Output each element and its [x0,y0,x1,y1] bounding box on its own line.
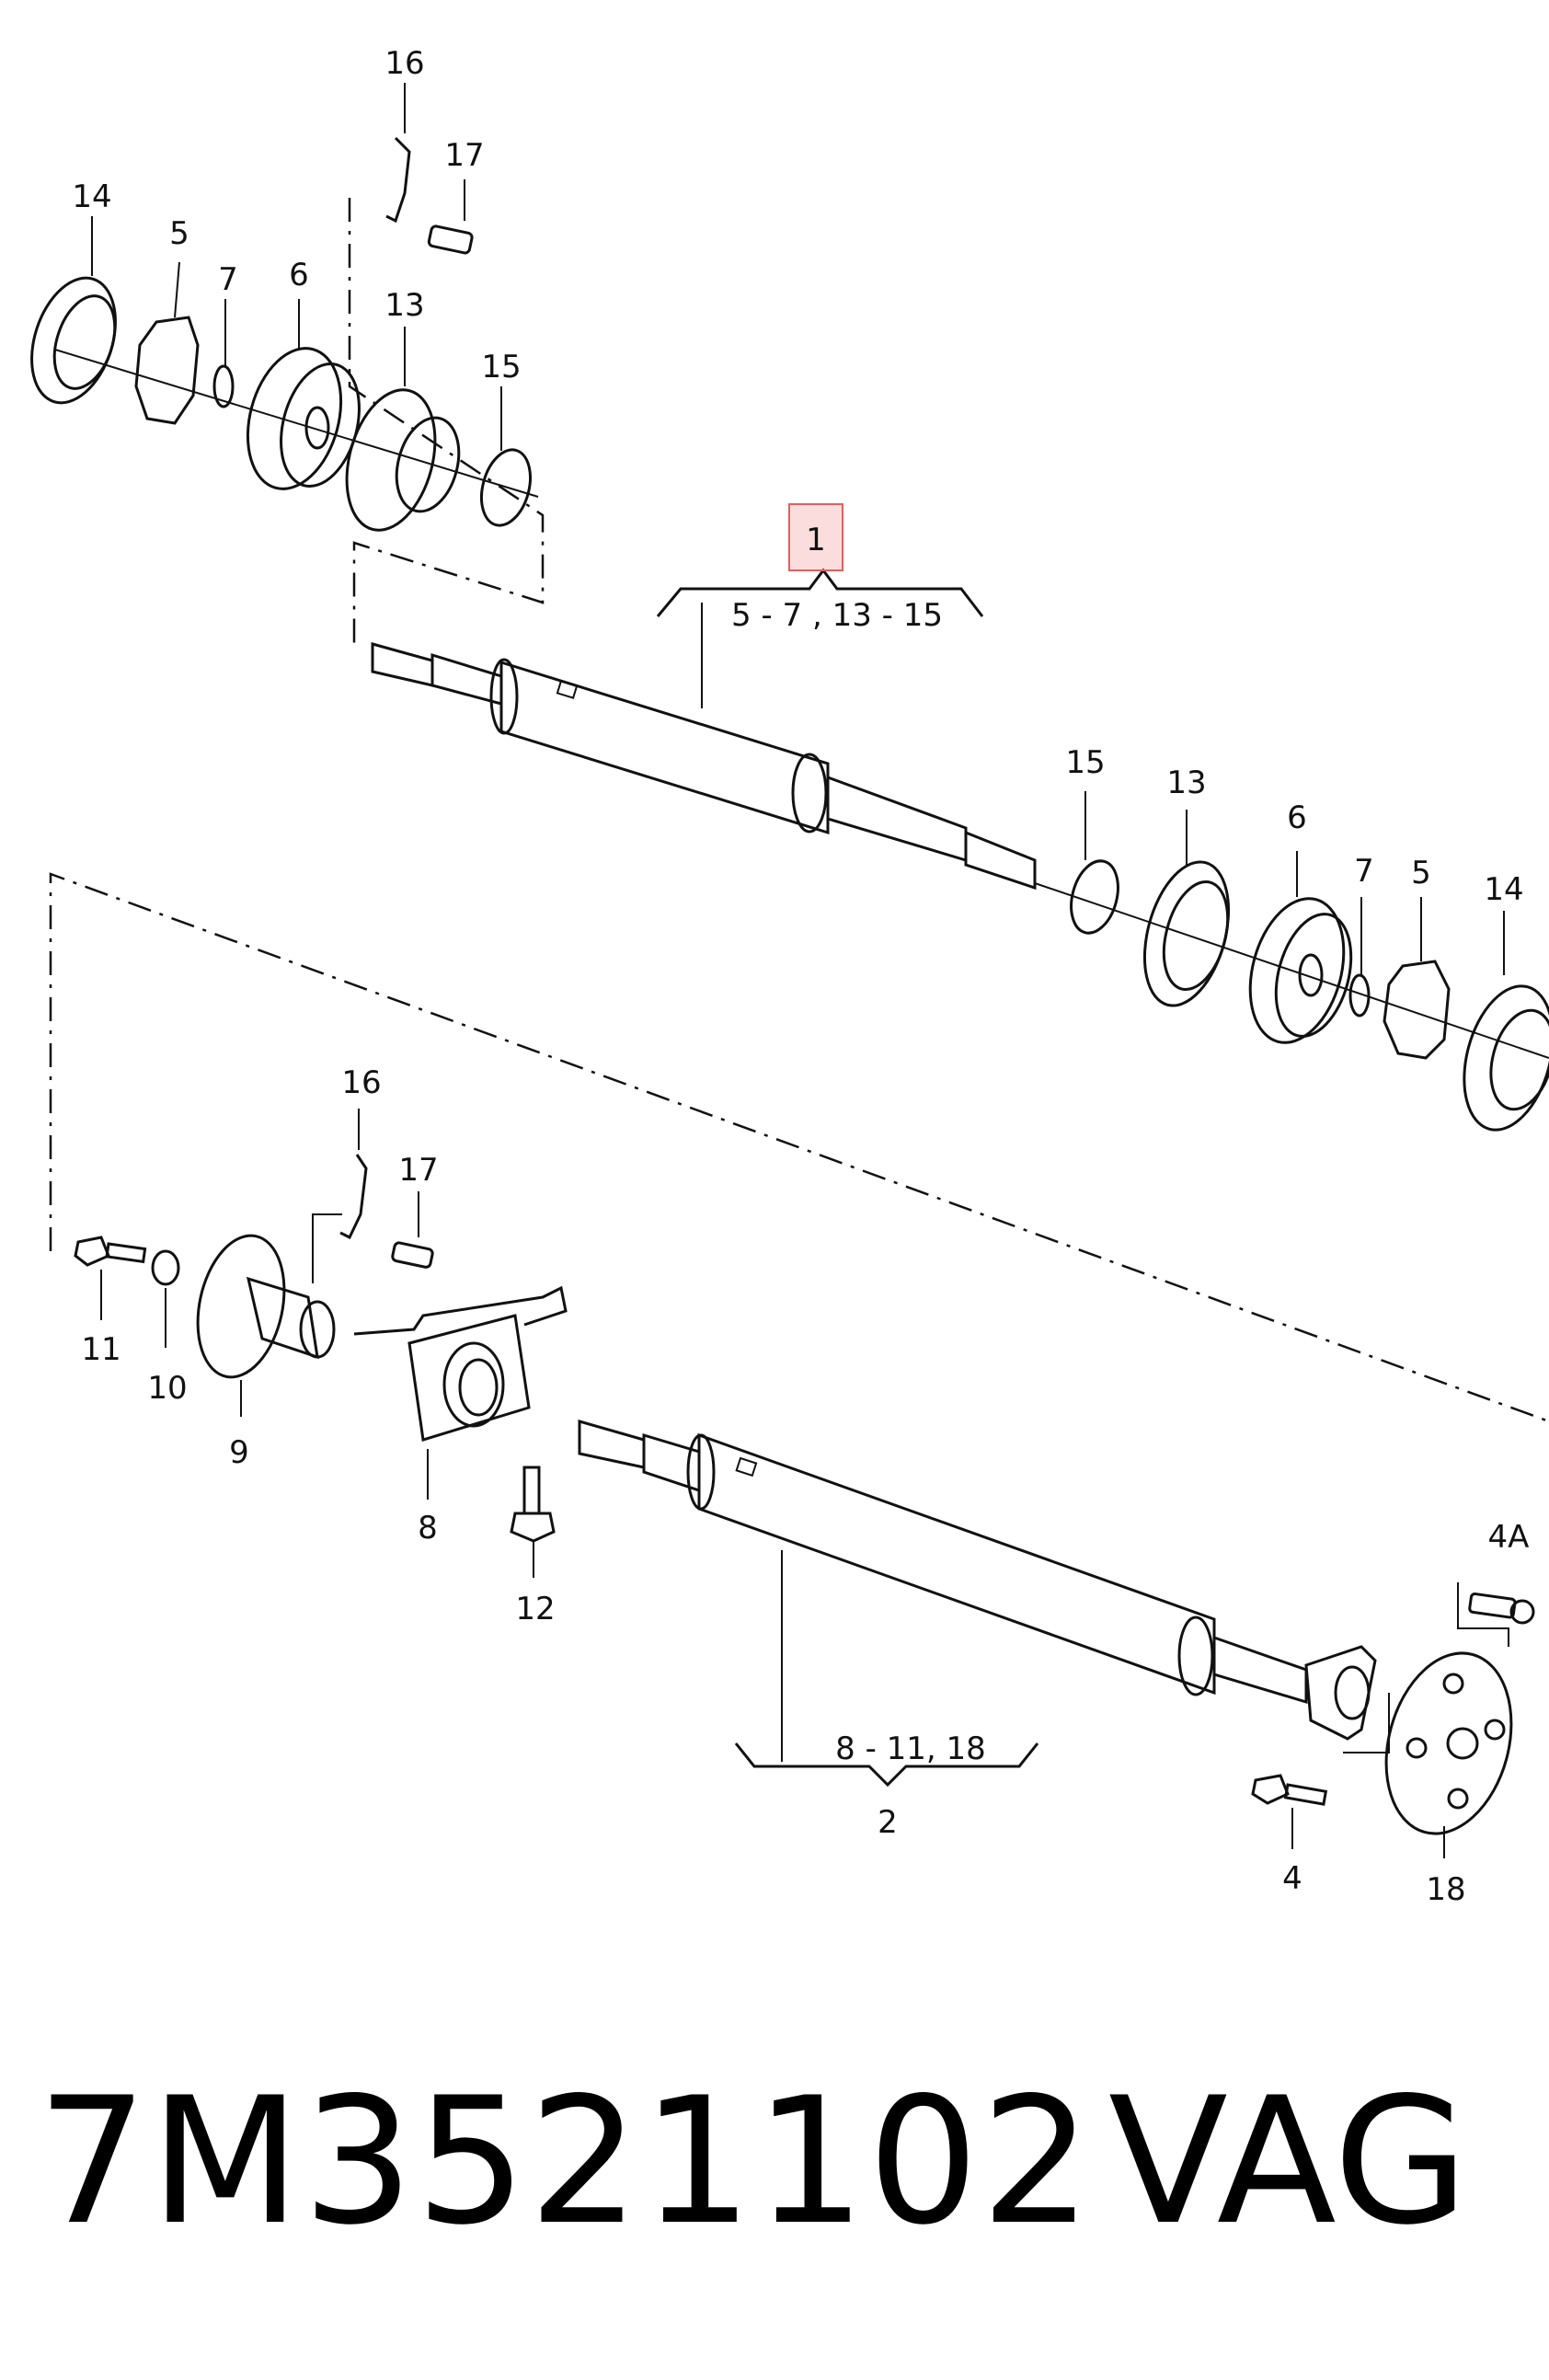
label-upper-15: 15 [481,349,521,385]
label-lower-18: 18 [1426,1871,1465,1908]
label-upper-13: 13 [384,287,424,324]
label-lower-8: 8 [418,1510,438,1546]
label-upper-6: 6 [289,257,309,293]
brand-name: VAG [1108,2060,1469,2263]
label-shaft1-number: 1 [806,522,826,558]
label-shaft2-number: 2 [878,1804,898,1841]
label-lower-4A: 4A [1488,1519,1530,1556]
assembly-dash-line [49,872,1549,1423]
label-lower-11: 11 [81,1331,120,1368]
label-shaft1-range: 5 - 7 , 13 - 15 [731,597,943,634]
label-upper-5: 5 [169,215,189,252]
shaft-2 [578,1420,1377,1762]
label-upper-14: 14 [72,178,111,215]
label-mid-15: 15 [1065,744,1105,781]
label-upper-16: 16 [384,45,424,82]
lower-right-parts-group [1251,1582,1535,1858]
highlight-box [788,503,843,571]
label-upper-7: 7 [218,261,238,298]
label-mid-6: 6 [1287,799,1307,836]
label-mid-7: 7 [1354,853,1374,890]
label-lower-10: 10 [147,1370,187,1407]
label-lower-17: 17 [398,1152,438,1189]
part-labels: 14 5 7 6 13 15 16 17 1 5 - 7 , 13 - 15 1… [72,45,1529,1908]
leader-lines [91,83,1505,1578]
upper-left-parts-group [30,136,545,644]
label-mid-5: 5 [1411,855,1431,891]
label-lower-16: 16 [341,1064,381,1101]
shaft-1 [371,603,1037,891]
label-lower-12: 12 [515,1591,555,1627]
label-shaft2-range: 8 - 11, 18 [835,1730,986,1767]
label-upper-17: 17 [444,137,484,174]
part-number: 7M3521102 [37,2060,1095,2263]
shaft2-brace [734,1742,1039,1788]
label-mid-13: 13 [1166,765,1206,801]
label-lower-4: 4 [1282,1860,1302,1897]
middle-right-parts-group [1034,859,1549,1132]
label-mid-14: 14 [1484,871,1523,908]
label-lower-9: 9 [229,1434,249,1471]
lower-left-parts-group [74,1154,568,1543]
